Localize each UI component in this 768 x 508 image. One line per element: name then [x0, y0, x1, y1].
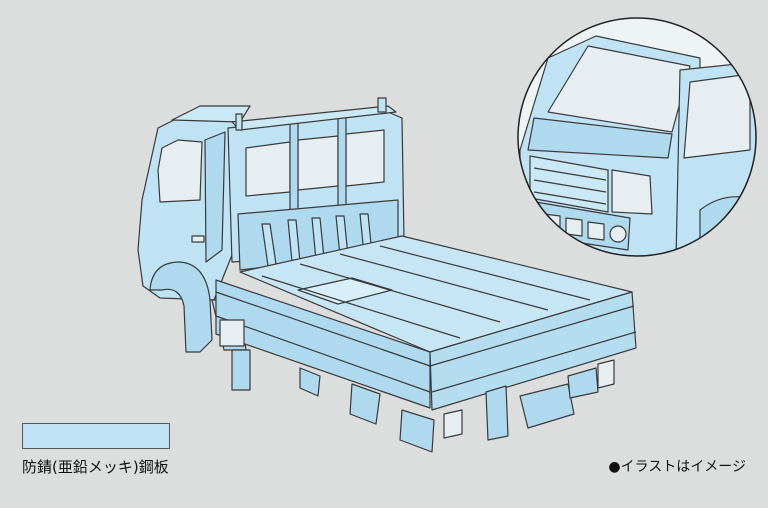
illustration-note: ●イラストはイメージ	[608, 459, 746, 475]
chassis	[219, 319, 599, 453]
front-detail-inset	[517, 17, 757, 257]
side-gate	[215, 279, 431, 409]
legend-label: 防錆(亜鉛メッキ)鋼板	[22, 458, 169, 476]
cargo-bed-floor	[239, 235, 633, 353]
rear-gate	[429, 291, 637, 439]
legend-color-swatch	[22, 423, 170, 449]
